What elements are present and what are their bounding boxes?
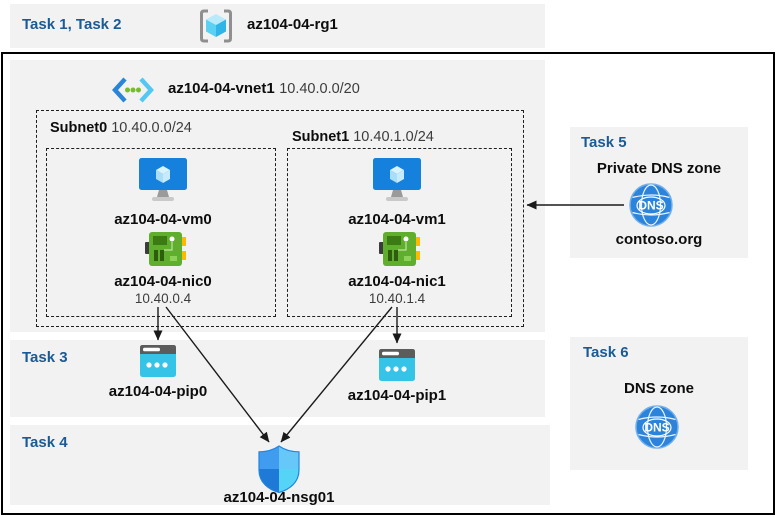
subnet1-cidr: 10.40.1.0/24: [353, 129, 434, 145]
private-dns-icon: DNS: [629, 183, 673, 227]
vm0-name: az104-04-vm0: [114, 211, 212, 228]
dns-icon-text: DNS: [644, 421, 669, 435]
vm1-name: az104-04-vm1: [348, 211, 446, 228]
subnet0-box: [46, 148, 276, 317]
pip0-icon: [140, 345, 176, 377]
task6-box: Task 6 DNS zone DNS: [570, 337, 748, 470]
task4-band: Task 4 az104-04-nsg01: [10, 425, 550, 506]
nic0-icon: [145, 232, 186, 266]
vnet-band: az104-04-vnet1 10.40.0.0/20 Subnet0 10.4…: [10, 60, 545, 332]
task-1-2-label: Task 1, Task 2: [22, 16, 122, 33]
vnet-name: az104-04-vnet1: [168, 80, 275, 97]
task4-label: Task 4: [22, 434, 68, 451]
subnet1-box: [287, 148, 512, 317]
subnet1-label: Subnet1 10.40.1.0/24: [292, 129, 434, 145]
dns-icon-text: DNS: [638, 199, 663, 213]
pip0-name: az104-04-pip0: [108, 383, 208, 400]
private-dns-zone-title: Private DNS zone: [596, 160, 722, 177]
task3-label: Task 3: [22, 349, 68, 366]
pip1-name: az104-04-pip1: [347, 387, 447, 404]
nsg-name: az104-04-nsg01: [223, 489, 335, 506]
vm1-icon: [373, 158, 421, 201]
nic0-name: az104-04-nic0: [114, 273, 212, 290]
nic1-ip: 10.40.1.4: [368, 291, 426, 306]
subnet0-label: Subnet0 10.40.0.0/24: [50, 120, 192, 136]
dns-zone-title: DNS zone: [623, 380, 694, 397]
nic1-name: az104-04-nic1: [348, 273, 446, 290]
task5-label: Task 5: [581, 134, 627, 151]
nic1-icon: [379, 232, 420, 266]
vnet-icon: [112, 77, 154, 103]
nsg-shield-icon: [258, 445, 300, 493]
private-dns-zone-name: contoso.org: [615, 231, 703, 248]
vnet-cidr: 10.40.0.0/20: [279, 81, 360, 97]
resource-group-icon: [200, 9, 232, 43]
task5-box: Task 5 Private DNS zone DNS contoso.org: [570, 127, 748, 258]
pip1-icon: [379, 349, 415, 381]
task6-label: Task 6: [583, 344, 629, 361]
resource-group-name: az104-04-rg1: [247, 16, 338, 33]
dns-zone-icon: DNS: [635, 405, 679, 449]
task3-band: Task 3 az104-04-pip0 az104-04-pip1: [10, 340, 545, 417]
resource-group-band: Task 1, Task 2 az104-04-rg1: [10, 4, 545, 48]
outer-frame: [1, 52, 775, 515]
vnet-address-space-box: [36, 110, 524, 327]
vm0-icon: [139, 158, 187, 201]
subnet0-name: Subnet0: [50, 120, 108, 136]
subnet1-name: Subnet1: [292, 129, 350, 145]
subnet0-cidr: 10.40.0.0/24: [111, 120, 192, 136]
nic0-ip: 10.40.0.4: [134, 291, 192, 306]
